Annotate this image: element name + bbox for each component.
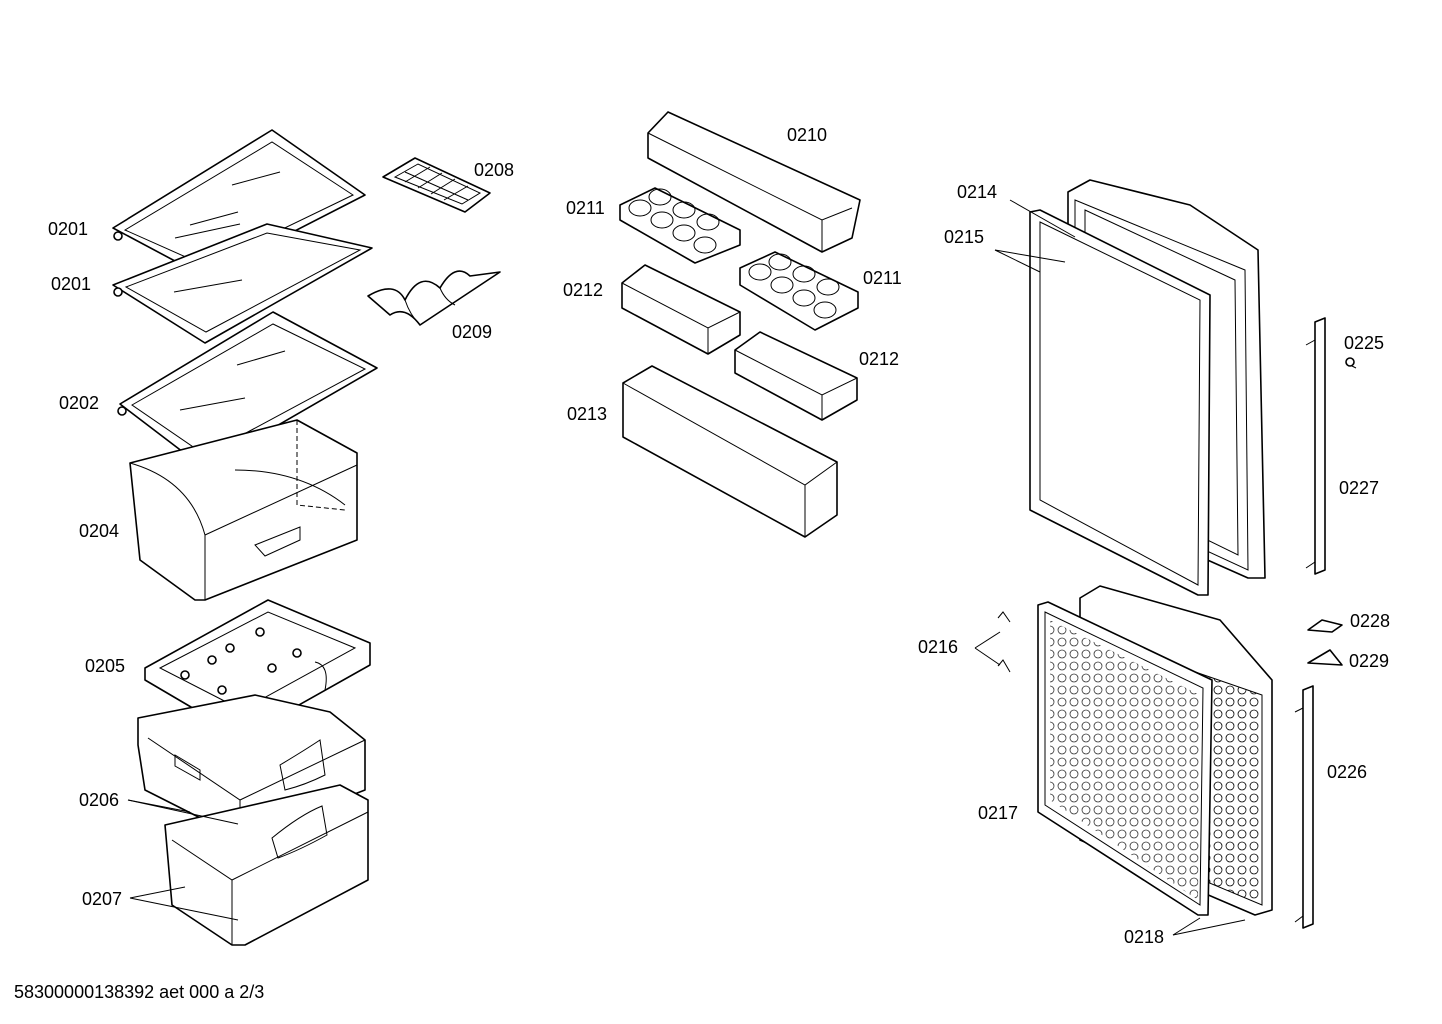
- door-bin-large: [622, 365, 838, 538]
- door-gasket-upper: [1029, 209, 1211, 596]
- screw: [1345, 357, 1357, 369]
- leader-lines: [127, 199, 1246, 936]
- label-0228: 0228: [1350, 611, 1391, 631]
- label-0213: 0213: [567, 404, 608, 424]
- label-0204: 0204: [79, 521, 120, 541]
- door-bin-small-left: [621, 264, 741, 355]
- label-0207: 0207: [82, 889, 123, 909]
- hinge-cover: [1307, 619, 1343, 633]
- label-0225: 0225: [1344, 333, 1385, 353]
- label-0202: 0202: [59, 393, 100, 413]
- drawer-cover-tray: [144, 599, 371, 738]
- door-handle-upper: [1305, 317, 1326, 575]
- door-bin-small-right: [734, 331, 858, 421]
- label-0206: 0206: [79, 790, 120, 810]
- ice-cube-tray: [382, 157, 491, 213]
- crisper-drawer: [129, 419, 358, 601]
- freezer-drawer-lower: [164, 784, 369, 946]
- label-0212-left: 0212: [563, 280, 604, 300]
- label-0218: 0218: [1124, 927, 1165, 947]
- hinge-cap: [1307, 649, 1343, 666]
- label-0201-top: 0201: [48, 219, 89, 239]
- label-0201-second: 0201: [51, 274, 92, 294]
- door-handle-lower: [1294, 685, 1314, 929]
- label-0217: 0217: [978, 803, 1019, 823]
- label-0208: 0208: [474, 160, 515, 180]
- small-clips: [997, 611, 1011, 673]
- glass-shelf-lower: [117, 311, 378, 469]
- label-0229: 0229: [1349, 651, 1390, 671]
- label-0226: 0226: [1327, 762, 1368, 782]
- bottle-rack-insert: [367, 270, 501, 326]
- label-0215: 0215: [944, 227, 985, 247]
- glass-shelf-second: [112, 223, 373, 344]
- label-0211-left: 0211: [566, 198, 605, 218]
- door-shelf-long: [647, 111, 861, 253]
- label-0211-right: 0211: [863, 268, 902, 288]
- egg-tray-right: [739, 251, 859, 331]
- label-0227: 0227: [1339, 478, 1380, 498]
- label-0205: 0205: [85, 656, 126, 676]
- door-gasket-lower: [1037, 601, 1213, 916]
- label-0216: 0216: [918, 637, 959, 657]
- label-0210: 0210: [787, 125, 828, 145]
- label-0209: 0209: [452, 322, 493, 342]
- label-0212-right: 0212: [859, 349, 900, 369]
- label-0214: 0214: [957, 182, 998, 202]
- egg-tray-left: [619, 187, 741, 264]
- drawing-reference-footer: 58300000138392 aet 000 a 2/3: [14, 982, 265, 1002]
